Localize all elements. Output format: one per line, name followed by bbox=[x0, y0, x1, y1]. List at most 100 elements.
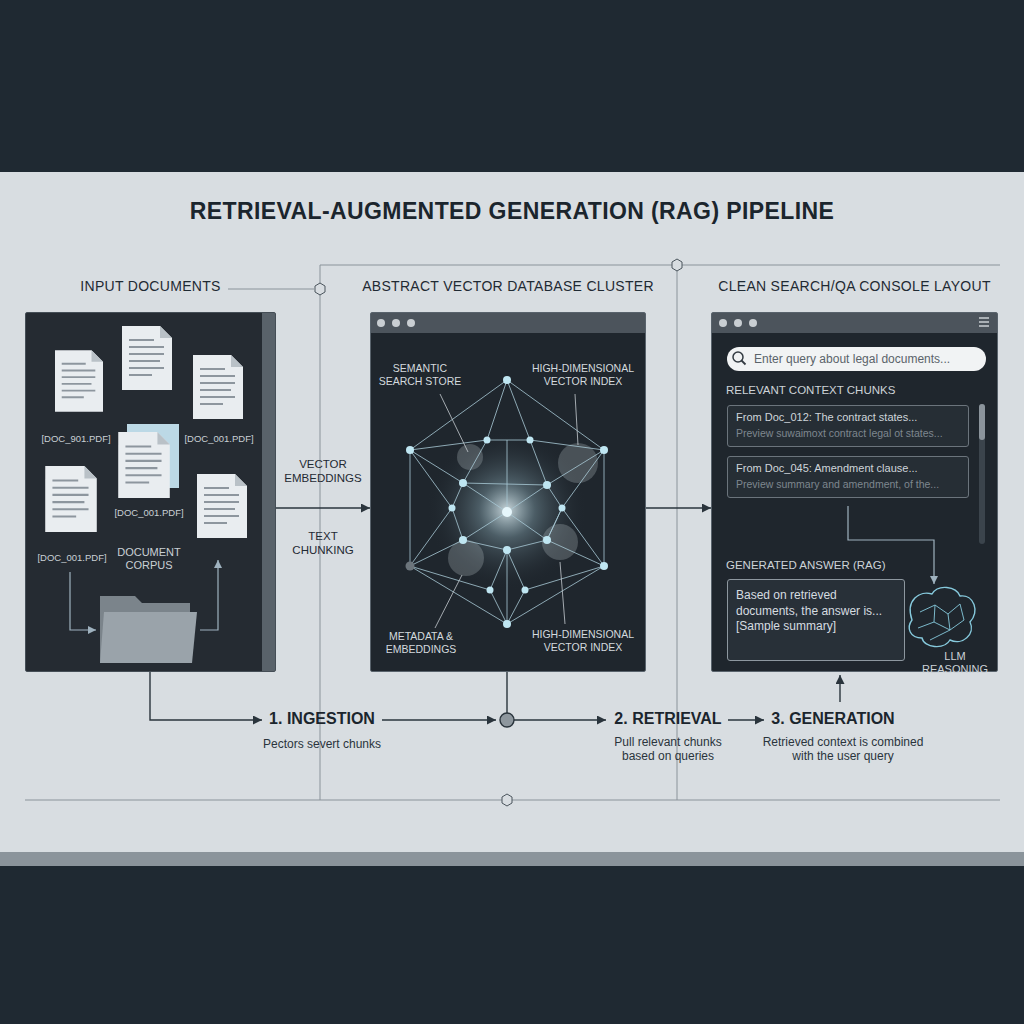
light-panel bbox=[0, 172, 1024, 852]
brain-mesh bbox=[918, 604, 964, 640]
vector-point bbox=[600, 446, 608, 454]
scrollbar-thumb bbox=[979, 404, 985, 440]
window-dot bbox=[734, 319, 742, 327]
vector-point bbox=[449, 505, 456, 512]
window-dot bbox=[392, 319, 400, 327]
window-dot bbox=[377, 319, 385, 327]
cluster-bubble bbox=[558, 443, 598, 483]
answer-box: Based on retrieved documents, the answer… bbox=[727, 579, 905, 661]
network-edges bbox=[410, 380, 604, 624]
search-icon-handle bbox=[742, 361, 746, 365]
flow-line bbox=[514, 719, 606, 720]
step-title: 3. GENERATION bbox=[758, 709, 908, 728]
document-icon bbox=[45, 466, 97, 532]
corpus-label: DOCUMENT CORPUS bbox=[114, 546, 184, 572]
chunk-preview: Preview suwaimoxt contract legal ot stat… bbox=[736, 427, 960, 440]
folder-arrow bbox=[200, 560, 218, 630]
vector-point bbox=[600, 562, 608, 570]
step-description: Pull relevant chunks based on queries bbox=[602, 735, 734, 764]
brain-icon bbox=[909, 587, 975, 646]
search-box: Enter query about legal documents... bbox=[727, 347, 986, 371]
step-title: 1. INGESTION bbox=[252, 709, 392, 728]
leader-line bbox=[435, 394, 578, 628]
store-label: HIGH-DIMENSIONAL VECTOR INDEX bbox=[524, 362, 642, 387]
document-icon bbox=[118, 432, 170, 498]
stage-label: VECTOR EMBEDDINGS bbox=[282, 458, 364, 486]
vector-point bbox=[459, 479, 467, 487]
section-heading: GENERATED ANSWER (RAG) bbox=[726, 559, 946, 573]
network-glow bbox=[427, 430, 587, 590]
document-icon bbox=[193, 355, 243, 419]
chunk-preview: Preview summary and amendment, of the... bbox=[736, 478, 960, 491]
folder-arrow bbox=[70, 572, 96, 630]
menu-icon bbox=[979, 318, 989, 326]
store-label: SEMANTIC SEARCH STORE bbox=[374, 362, 466, 387]
folder-back bbox=[100, 596, 190, 663]
cluster-bubble bbox=[457, 444, 483, 470]
window-dot bbox=[749, 319, 757, 327]
diagram-title: RETRIEVAL-AUGMENTED GENERATION (RAG) PIP… bbox=[0, 198, 1024, 226]
document-icon bbox=[122, 326, 172, 390]
llm-label: LLM REASONING bbox=[921, 650, 989, 676]
flow-line bbox=[150, 672, 262, 720]
vector-point bbox=[527, 437, 534, 444]
document-back bbox=[127, 424, 179, 488]
vector-point bbox=[503, 546, 511, 554]
vector-point bbox=[484, 437, 491, 444]
query-placeholder: Enter query about legal documents... bbox=[727, 347, 986, 366]
scrollbar-track bbox=[979, 404, 985, 544]
context-chunk: From Doc_012: The contract states... Prev… bbox=[727, 405, 969, 447]
folder-front bbox=[100, 612, 197, 663]
step-description: Pectors severt chunks bbox=[237, 737, 407, 751]
window-dot bbox=[719, 319, 727, 327]
vector-point bbox=[487, 587, 494, 594]
flow-line bbox=[839, 675, 840, 702]
vector-point bbox=[502, 507, 512, 517]
cluster-bubble bbox=[448, 540, 484, 576]
grid-line bbox=[25, 265, 1000, 800]
vector-point bbox=[459, 536, 467, 544]
file-name: [DOC_001.PDF] bbox=[112, 507, 186, 518]
file-name: [DOC_901.PDF] bbox=[39, 433, 113, 444]
search-icon bbox=[733, 352, 743, 362]
answer-text: Based on retrieved documents, the answer… bbox=[736, 588, 896, 635]
window-dot bbox=[407, 319, 415, 327]
document-panel: INPUT DOCUMENTS bbox=[25, 312, 276, 672]
vector-point bbox=[503, 376, 511, 384]
context-flow-line bbox=[848, 506, 934, 584]
step-title: 2. RETRIEVAL bbox=[598, 709, 738, 728]
file-name: [DOC_001.PDF] bbox=[182, 433, 256, 444]
bottom-strip bbox=[0, 852, 1024, 866]
vector-point bbox=[406, 446, 414, 454]
vector-point bbox=[559, 505, 566, 512]
vector-point bbox=[406, 562, 415, 571]
section-heading: RELEVANT CONTEXT CHUNKS bbox=[726, 384, 946, 398]
flow-arrow bbox=[646, 507, 711, 509]
flow-line bbox=[382, 719, 496, 720]
chunk-heading: From Doc_045: Amendment clause... bbox=[736, 462, 960, 476]
vector-point bbox=[522, 587, 529, 594]
cluster-bubble bbox=[542, 524, 578, 560]
panel-heading: ABSTRACT VECTOR DATABASE CLUSTER bbox=[351, 278, 665, 294]
step-description: Retrieved context is combined with the u… bbox=[752, 735, 934, 764]
vector-point bbox=[503, 620, 511, 628]
context-chunk: From Doc_045: Amendment clause... Preview… bbox=[727, 456, 969, 498]
file-name: [DOC_001.PDF] bbox=[35, 552, 109, 563]
panel-heading: INPUT DOCUMENTS bbox=[6, 278, 295, 294]
flow-line bbox=[728, 719, 764, 720]
panel-heading: CLEAN SEARCH/QA CONSOLE LAYOUT bbox=[692, 278, 1017, 294]
vector-point bbox=[543, 536, 551, 544]
vector-point bbox=[543, 481, 551, 489]
console-window: CLEAN SEARCH/QA CONSOLE LAYOUTEnter quer… bbox=[711, 312, 998, 672]
chunk-heading: From Doc_012: The contract states... bbox=[736, 411, 960, 425]
flow-arrow bbox=[276, 507, 370, 509]
flow-line bbox=[506, 672, 507, 713]
document-icon bbox=[197, 474, 247, 538]
stage-label: TEXT CHUNKING bbox=[286, 530, 360, 558]
document-icon bbox=[55, 350, 103, 411]
store-label: HIGH-DIMENSIONAL VECTOR INDEX bbox=[524, 628, 642, 653]
junction-dot bbox=[500, 713, 514, 727]
